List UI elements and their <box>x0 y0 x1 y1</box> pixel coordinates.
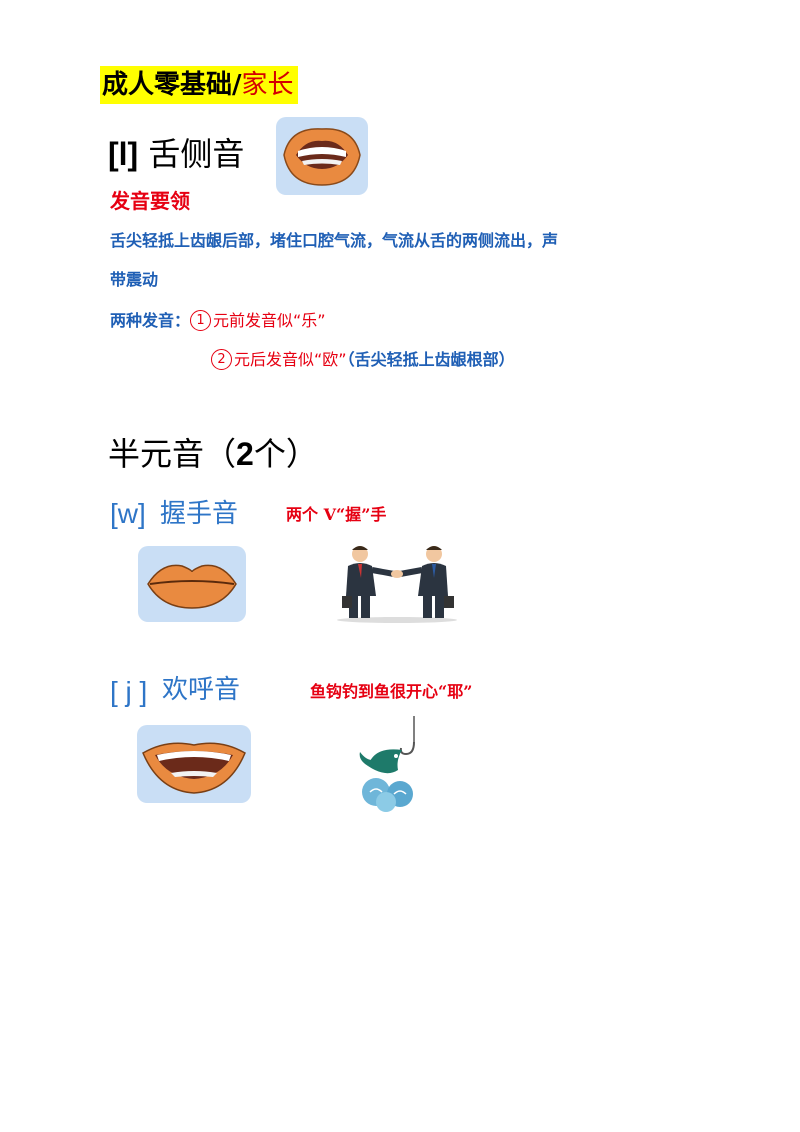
section-l-name: 舌侧音 <box>148 135 245 173</box>
sound-1-number: 1 <box>190 310 212 331</box>
two-sounds-label: 两种发音： <box>110 311 191 330</box>
phonetic-w: [w] <box>110 498 146 529</box>
handshake-businessmen-icon <box>330 540 464 624</box>
l-description-line1: 舌尖轻抵上齿龈后部，堵住口腔气流，气流从舌的两侧流出，声 <box>110 231 559 250</box>
semivowels-title: 半元音 <box>108 435 205 473</box>
j-tip: 鱼钩钓到鱼很开心“耶” <box>310 682 473 701</box>
phonetic-l: [l] <box>108 136 139 172</box>
l-subheading: 发音要领 <box>110 189 190 213</box>
open-mouth-teeth-icon <box>276 117 368 195</box>
header-title-main: 成人零基础/ <box>102 70 242 100</box>
l-description-line2: 带震动 <box>110 270 159 289</box>
semivowels-heading: 半元音（2个） <box>108 434 318 474</box>
page-header: 成人零基础/家长 <box>100 66 298 104</box>
w-tip: 两个 V“握”手 <box>286 505 387 524</box>
sound-2-note: （舌尖轻抵上齿龈根部） <box>346 350 515 369</box>
semivowels-count-unit: 个） <box>253 435 318 473</box>
fish-on-hook-icon <box>356 716 426 812</box>
closed-lips-icon <box>138 546 246 622</box>
w-name: 握手音 <box>160 499 239 529</box>
sound-2-text: 元后发音似“欧” <box>234 350 347 369</box>
sound-1-text: 元前发音似“乐” <box>213 311 326 330</box>
section-l-title: [l] 舌侧音 <box>108 134 244 174</box>
header-title-accent: 家长 <box>241 70 294 100</box>
sound-2-number: 2 <box>211 349 232 370</box>
semivowels-count-open: （ <box>204 435 237 473</box>
phonetic-j: [ j ] <box>110 676 148 707</box>
j-name: 欢呼音 <box>162 675 241 705</box>
semivowels-count: 2 <box>236 436 254 472</box>
smiling-mouth-icon <box>137 725 251 803</box>
